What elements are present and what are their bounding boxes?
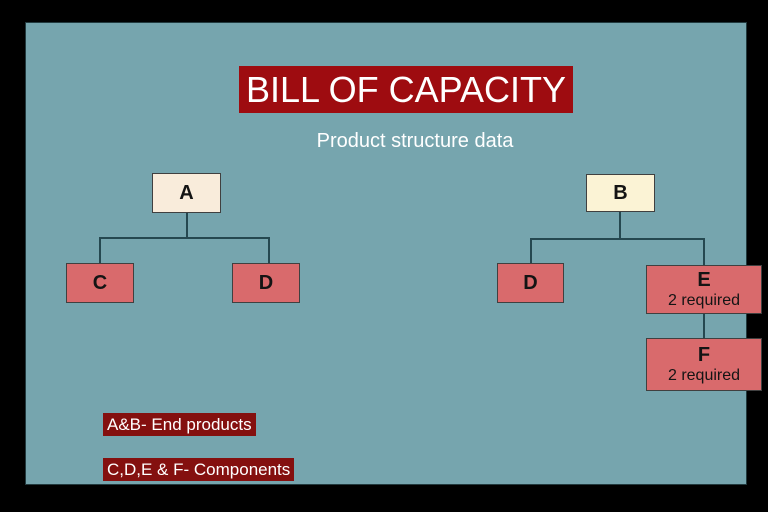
- node-component-c-label: C: [92, 272, 108, 294]
- node-component-f: F 2 required: [646, 338, 762, 391]
- node-component-c: C: [66, 263, 134, 303]
- connector-b-stem: [619, 211, 621, 239]
- page-subtitle: Product structure data: [316, 130, 514, 152]
- node-component-e-note: 2 required: [667, 292, 741, 309]
- slide-background: BILL OF CAPACITY Product structure data …: [25, 22, 762, 485]
- connector-b-crossbar: [530, 238, 705, 240]
- connector-a-to-d: [268, 237, 270, 264]
- legend-end-products: A&B- End products: [103, 413, 256, 436]
- node-component-d-right-label: D: [523, 272, 538, 294]
- connector-a-to-c: [99, 237, 101, 264]
- node-component-d-left: D: [232, 263, 300, 303]
- node-product-a-label: A: [179, 182, 194, 204]
- connector-b-to-e: [703, 238, 705, 266]
- connector-a-stem: [186, 212, 188, 238]
- node-component-d-left-label: D: [258, 272, 274, 294]
- legend-components: C,D,E & F- Components: [103, 458, 295, 481]
- connector-e-to-f: [703, 313, 705, 339]
- node-product-b-label: B: [613, 182, 628, 204]
- node-component-f-label: F: [697, 344, 711, 366]
- node-product-b: B: [586, 174, 655, 212]
- node-component-e-label: E: [697, 269, 711, 291]
- node-product-a: A: [152, 173, 221, 213]
- node-component-f-note: 2 required: [667, 367, 741, 384]
- connector-a-crossbar: [99, 237, 270, 239]
- node-component-d-right: D: [497, 263, 564, 303]
- node-component-e: E 2 required: [646, 265, 762, 314]
- page-title: BILL OF CAPACITY: [239, 66, 573, 113]
- connector-b-to-d: [530, 238, 532, 264]
